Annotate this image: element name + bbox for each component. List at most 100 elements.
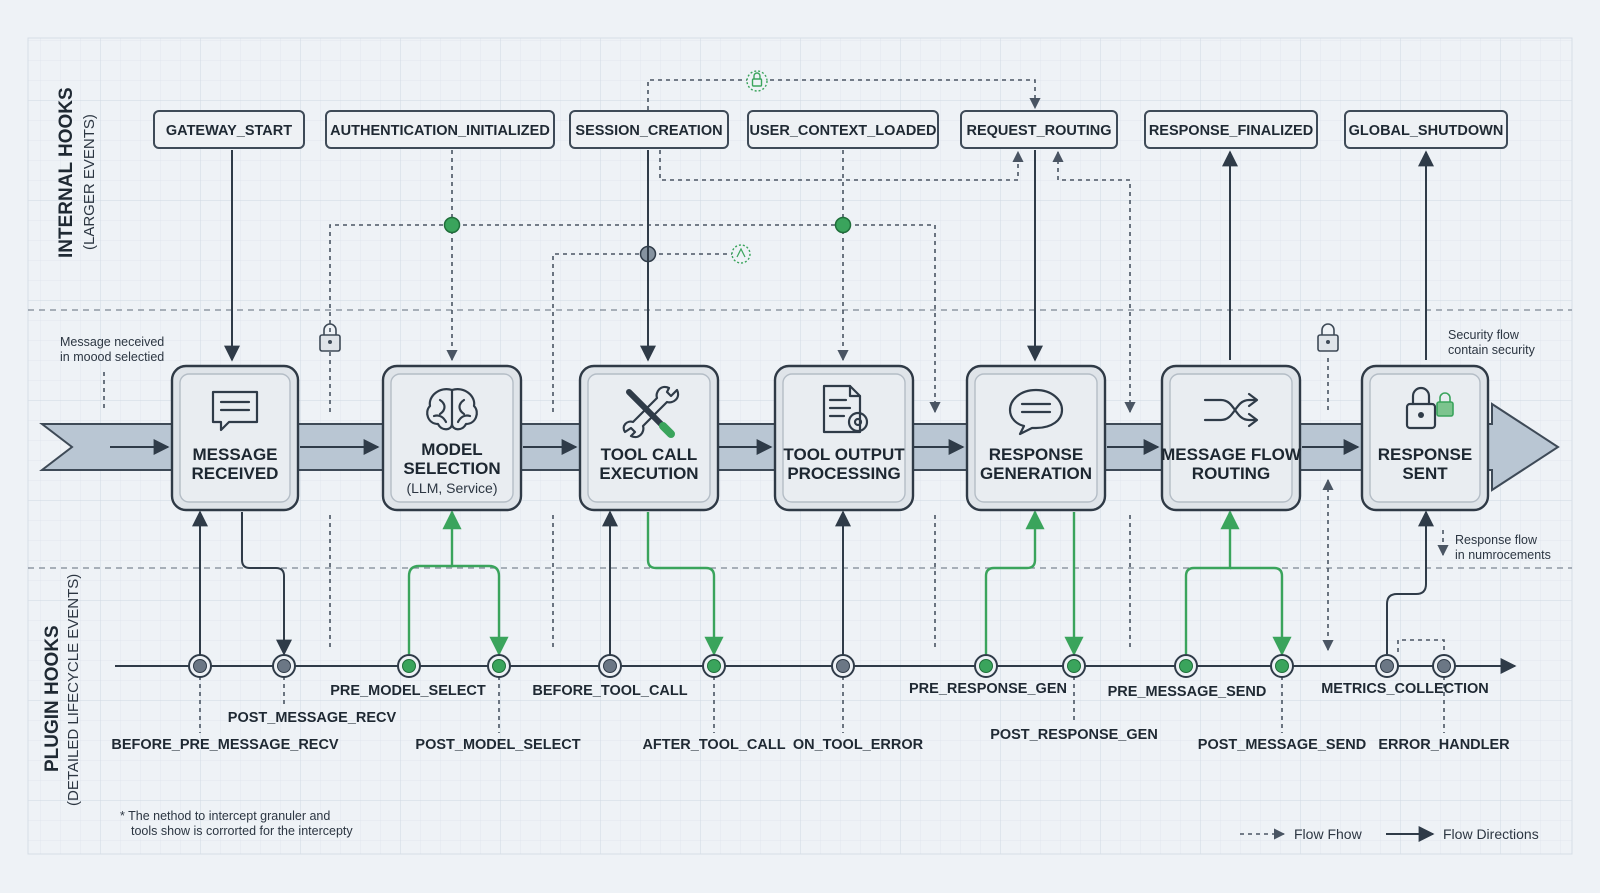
internal-hook-response-finalized: RESPONSE_FINALIZED — [1144, 110, 1318, 149]
plugin-hook-pre-model-select: PRE_MODEL_SELECT — [330, 683, 486, 699]
stage-title-line1: MESSAGE — [192, 445, 277, 464]
stage-subtitle: (LLM, Service) — [406, 480, 497, 496]
wrench-screwdriver-icon — [622, 385, 680, 439]
plugin-lane-title: PLUGIN HOOKS — [42, 625, 63, 772]
internal-hook-gateway-start: GATEWAY_START — [153, 110, 305, 149]
speech-bubble-icon — [1008, 388, 1064, 436]
plugin-hook-after-tool-call: AFTER_TOOL_CALL — [642, 737, 785, 753]
plugin-lane-subtitle: (DETAILED LIFECYCLE EVENTS) — [65, 574, 82, 806]
internal-hook-authentication-initialized: AUTHENTICATION_INITIALIZED — [325, 110, 555, 149]
stage-plugin-links — [192, 510, 1434, 666]
stage-title-line1: RESPONSE — [989, 445, 1083, 464]
plugin-hook-before-tool-call: BEFORE_TOOL_CALL — [532, 683, 687, 699]
plugin-hook-post-response-gen: POST_RESPONSE_GEN — [990, 727, 1158, 743]
stage-title-line2: GENERATION — [980, 464, 1092, 483]
internal-lane-title: INTERNAL HOOKS — [56, 87, 77, 258]
note-left-line1: Message neceived — [60, 335, 164, 349]
stage-title-line2: EXECUTION — [599, 464, 698, 483]
stage-title-line2: RECEIVED — [192, 464, 279, 483]
stage-title-line1: MODEL — [421, 440, 482, 459]
note-security-line2: contain security — [1448, 343, 1536, 357]
stage-title-line2: PROCESSING — [787, 464, 900, 483]
note-response-line1: Response flow — [1455, 533, 1538, 547]
plugin-node — [272, 654, 296, 678]
plugin-node — [702, 654, 726, 678]
plugin-hook-metrics-collection: METRICS_COLLECTION — [1321, 681, 1489, 697]
internal-hook-session-creation: SESSION_CREATION — [569, 110, 729, 149]
plugin-hooks-lane-label: PLUGIN HOOKS (DETAILED LIFECYCLE EVENTS) — [42, 574, 82, 806]
plugin-node — [1062, 654, 1086, 678]
plugin-hook-post-message-send: POST_MESSAGE_SEND — [1198, 737, 1366, 753]
plugin-node — [974, 654, 998, 678]
internal-hook-global-shutdown: GLOBAL_SHUTDOWN — [1344, 110, 1508, 149]
plugin-hook-error-handler: ERROR_HANDLER — [1378, 737, 1510, 753]
plugin-node — [487, 654, 511, 678]
plugin-node — [188, 654, 212, 678]
footnote-line2: tools show is corrorted for the intercep… — [131, 824, 353, 838]
internal-hook-label: GLOBAL_SHUTDOWN — [1349, 123, 1504, 139]
plugin-nodes — [188, 654, 1456, 678]
internal-hook-user-context-loaded: USER_CONTEXT_LOADED — [747, 110, 939, 149]
stage-title-line1: TOOL OUTPUT — [783, 445, 905, 464]
stage-title-line1: TOOL CALL — [601, 445, 698, 464]
plugin-node — [1375, 654, 1399, 678]
plugin-node — [831, 654, 855, 678]
internal-hook-label: SESSION_CREATION — [575, 123, 722, 139]
plugin-hook-before-pre-message-recv: BEFORE_PRE_MESSAGE_RECV — [111, 737, 339, 753]
brain-icon — [426, 388, 478, 431]
internal-hooks-lane-label: INTERNAL HOOKS (LARGER EVENTS) — [56, 87, 98, 258]
internal-hook-label: GATEWAY_START — [166, 123, 292, 139]
note-response-line2: in numrocements — [1455, 548, 1551, 562]
legend: Flow Fhow Flow Directions — [1240, 826, 1539, 842]
dashed-links — [103, 79, 1449, 652]
stage-title-line2: ROUTING — [1192, 464, 1270, 483]
plugin-labels: BEFORE_PRE_MESSAGE_RECV POST_MESSAGE_RECV… — [111, 681, 1510, 753]
lock-icon-right — [1317, 323, 1339, 352]
legend-solid-label: Flow Directions — [1443, 826, 1539, 842]
internal-hook-label: USER_CONTEXT_LOADED — [750, 123, 937, 139]
legend-dashed-label: Flow Fhow — [1294, 826, 1363, 842]
plugin-hook-pre-message-send: PRE_MESSAGE_SEND — [1108, 684, 1267, 700]
lock-icon-top — [746, 70, 768, 92]
internal-lane-subtitle: (LARGER EVENTS) — [81, 114, 98, 250]
footnote-line1: * The nethod to intercept granuler and — [120, 809, 330, 823]
plugin-node — [397, 654, 421, 678]
internal-to-stage-links — [224, 150, 1434, 362]
plugin-leaders — [199, 676, 1445, 733]
plugin-hook-on-tool-error: ON_TOOL_ERROR — [793, 737, 924, 753]
lock-icon — [1405, 386, 1454, 430]
note-security-line1: Security flow — [1448, 328, 1520, 342]
plugin-hook-pre-response-gen: PRE_RESPONSE_GEN — [909, 681, 1067, 697]
stage-title-line1: MESSAGE FLOW — [1161, 445, 1302, 464]
shuffle-icon — [1203, 392, 1259, 428]
message-icon — [211, 390, 259, 432]
plugin-hook-post-message-recv: POST_MESSAGE_RECV — [228, 710, 397, 726]
note-left-line2: in moood selectied — [60, 350, 164, 364]
stage-title-line2: SENT — [1402, 464, 1448, 483]
stage-title-line1: RESPONSE — [1378, 445, 1472, 464]
plugin-node — [1174, 654, 1198, 678]
plugin-node — [1270, 654, 1294, 678]
internal-hooks: GATEWAY_START AUTHENTICATION_INITIALIZED S… — [153, 110, 1508, 149]
internal-hook-request-routing: REQUEST_ROUTING — [960, 110, 1118, 149]
internal-hook-label: REQUEST_ROUTING — [966, 123, 1111, 139]
plugin-node — [1432, 654, 1456, 678]
internal-hook-label: RESPONSE_FINALIZED — [1149, 123, 1313, 139]
notes: Message neceived in moood selectied Secu… — [60, 328, 1551, 838]
plugin-node — [598, 654, 622, 678]
internal-hook-label: AUTHENTICATION_INITIALIZED — [330, 123, 550, 139]
stage-title-line2: SELECTION — [403, 459, 500, 478]
document-gear-icon — [822, 384, 869, 434]
plugin-hook-post-model-select: POST_MODEL_SELECT — [415, 737, 580, 753]
lock-icon-left — [319, 323, 341, 352]
